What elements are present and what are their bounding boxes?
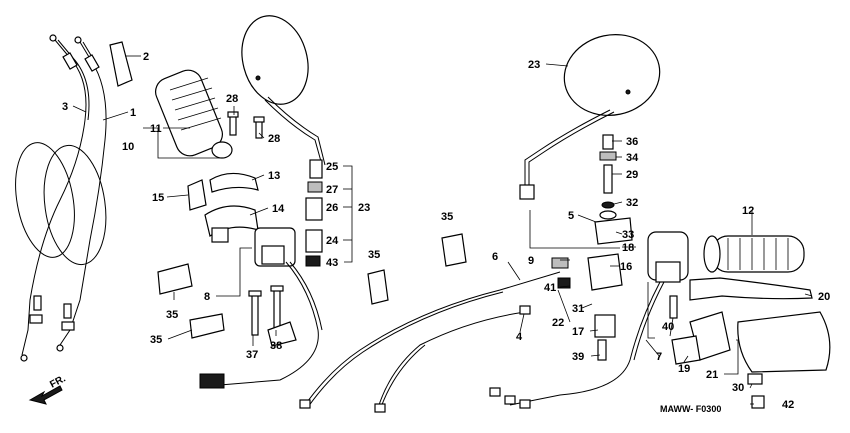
leader-lines (72, 55, 813, 405)
callout-12: 12 (742, 205, 754, 217)
callout-39: 39 (572, 351, 584, 363)
mirror-mount-stack (305, 159, 323, 267)
callout-18: 18 (622, 242, 634, 254)
callout-43: 43 (326, 257, 338, 269)
callout-9: 9 (528, 255, 534, 267)
callout-35d: 35 (368, 249, 380, 261)
callout-27: 27 (326, 184, 338, 196)
callout-7: 7 (656, 351, 662, 363)
left-mirror (241, 15, 326, 166)
throttle-grip (155, 69, 233, 159)
callout-34: 34 (626, 152, 639, 164)
callout-41: 41 (544, 282, 556, 294)
callout-35b: 35 (150, 334, 162, 346)
callout-42: 42 (782, 399, 794, 411)
callout-28a: 28 (226, 93, 238, 105)
callout-35c: 35 (441, 211, 453, 223)
callout-25: 25 (326, 161, 338, 173)
hand-guard (671, 311, 831, 373)
callout-29: 29 (626, 169, 638, 181)
callout-38: 38 (270, 340, 282, 352)
callout-3: 3 (62, 101, 68, 113)
callout-16: 16 (620, 261, 632, 273)
forward-direction-arrow: FR. (28, 373, 68, 405)
screws-37-38 (248, 285, 297, 347)
callout-1: 1 (130, 107, 136, 119)
right-mirror-stack (599, 134, 617, 220)
callout-24: 24 (326, 235, 339, 247)
callout-26: 26 (326, 202, 338, 214)
callout-32: 32 (626, 197, 638, 209)
lever-holder (551, 217, 633, 361)
callout-17: 17 (572, 326, 584, 338)
callout-37: 37 (246, 349, 258, 361)
right-grip (703, 235, 805, 273)
callout-21: 21 (706, 369, 718, 381)
throttle-cables (15, 34, 107, 362)
clamps-35-centre (367, 233, 467, 305)
callout-23b: 23 (528, 59, 540, 71)
callout-4: 4 (516, 331, 523, 343)
callout-6: 6 (492, 251, 498, 263)
callout-36: 36 (626, 136, 638, 148)
callout-23a: 23 (358, 202, 370, 214)
grip-cover (109, 41, 133, 87)
callout-22: 22 (552, 317, 564, 329)
callout-10: 10 (122, 141, 134, 153)
clamps-35-left (157, 263, 225, 339)
bracket-13 (187, 172, 259, 211)
right-switch-housing (489, 231, 689, 409)
left-switch-housing (199, 227, 323, 389)
callout-8: 8 (204, 291, 210, 303)
callout-35a: 35 (166, 309, 178, 321)
callout-30: 30 (732, 382, 744, 394)
callout-15: 15 (152, 192, 164, 204)
diagram-code: MAWW- F0300 (660, 404, 721, 414)
callout-11: 11 (150, 123, 162, 135)
brake-lever (689, 277, 813, 301)
callout-31: 31 (572, 303, 584, 315)
callout-33: 33 (622, 229, 634, 241)
callout-2: 2 (143, 51, 149, 63)
callout-19: 19 (678, 363, 690, 375)
holder-14 (204, 205, 259, 243)
control-cables (299, 271, 561, 413)
bolts-right (669, 295, 765, 409)
right-mirror (519, 34, 661, 200)
direction-label: FR. (48, 373, 68, 390)
callout-40: 40 (662, 321, 674, 333)
callout-13: 13 (268, 170, 280, 182)
callout-28b: 28 (268, 133, 280, 145)
screws-28 (227, 111, 265, 139)
callout-labels: 3 1 2 10 11 28 28 13 15 14 8 35 35 37 38… (62, 51, 830, 411)
callout-5: 5 (568, 210, 574, 222)
callout-14: 14 (272, 203, 285, 215)
callout-20: 20 (818, 291, 830, 303)
